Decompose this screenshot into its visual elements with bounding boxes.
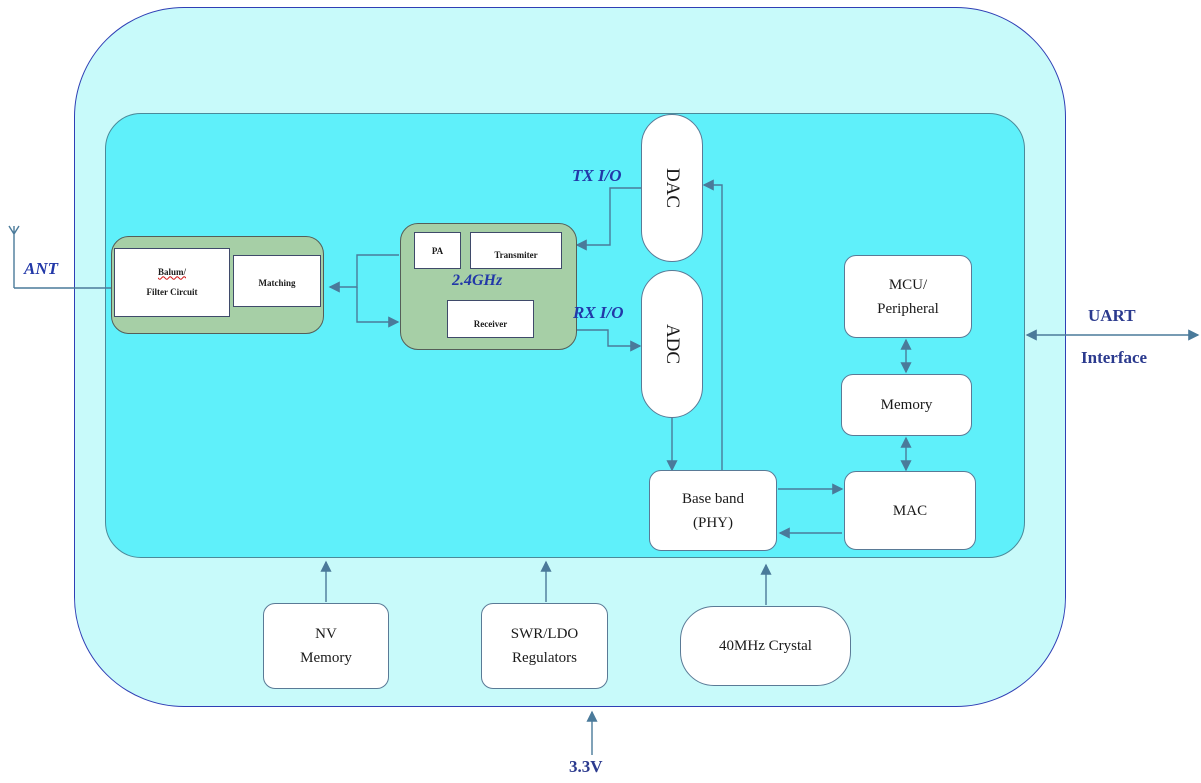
mac-label: MAC <box>892 502 928 519</box>
antenna-icon <box>8 225 20 288</box>
adc-label: ADC <box>662 323 683 365</box>
memory-block: Memory <box>841 374 972 436</box>
pa-label: PA <box>431 245 444 256</box>
matching-label: Matching <box>258 278 296 288</box>
crystal-label: 40MHz Crystal <box>719 638 812 654</box>
receiver-block: Receiver <box>447 300 534 338</box>
dac-block: DAC <box>641 114 703 262</box>
baseband-label: Base band <box>681 490 745 507</box>
matching-circuit: Matching <box>233 255 321 307</box>
nv-memory-block: NV Memory <box>263 603 389 689</box>
pa-block: PA <box>414 232 461 269</box>
swr-ldo-regulators-block: SWR/LDO Regulators <box>481 603 608 689</box>
frequency-label: 2.4GHz <box>452 272 503 289</box>
interface-label: Interface <box>1081 348 1148 367</box>
peripheral-label: Peripheral <box>877 300 939 317</box>
baseband-phy-block: Base band (PHY) <box>649 470 777 551</box>
dac-label: DAC <box>662 167 683 209</box>
power-label: 3.3V <box>569 757 603 776</box>
balun-filter-circuit: Balum/ Filter Circuit <box>114 248 230 317</box>
mcu-label: MCU/ <box>888 276 928 293</box>
swr-ldo-label: SWR/LDO <box>510 626 579 642</box>
crystal-oscillator-block: 40MHz Crystal <box>680 606 851 686</box>
phy-label: (PHY) <box>693 514 733 531</box>
memory-label: Memory <box>880 397 933 413</box>
balun-label: Balum/ <box>157 266 186 277</box>
filter-circuit-label: Filter Circuit <box>146 286 198 297</box>
transmitter-label: Transmiter <box>494 250 538 260</box>
receiver-label: Receiver <box>473 319 508 329</box>
antenna-label: ANT <box>24 259 58 278</box>
rx-io-label: RX I/O <box>573 303 624 322</box>
transmitter-block: Transmiter <box>470 232 562 269</box>
regulators-label: Regulators <box>512 650 577 666</box>
nv-label: NV <box>315 626 337 642</box>
mac-block: MAC <box>844 471 976 550</box>
uart-label: UART <box>1088 306 1136 325</box>
mcu-peripheral-block: MCU/ Peripheral <box>844 255 972 338</box>
adc-block: ADC <box>641 270 703 418</box>
tx-io-label: TX I/O <box>572 166 622 185</box>
nv-memory-label: Memory <box>300 650 352 666</box>
